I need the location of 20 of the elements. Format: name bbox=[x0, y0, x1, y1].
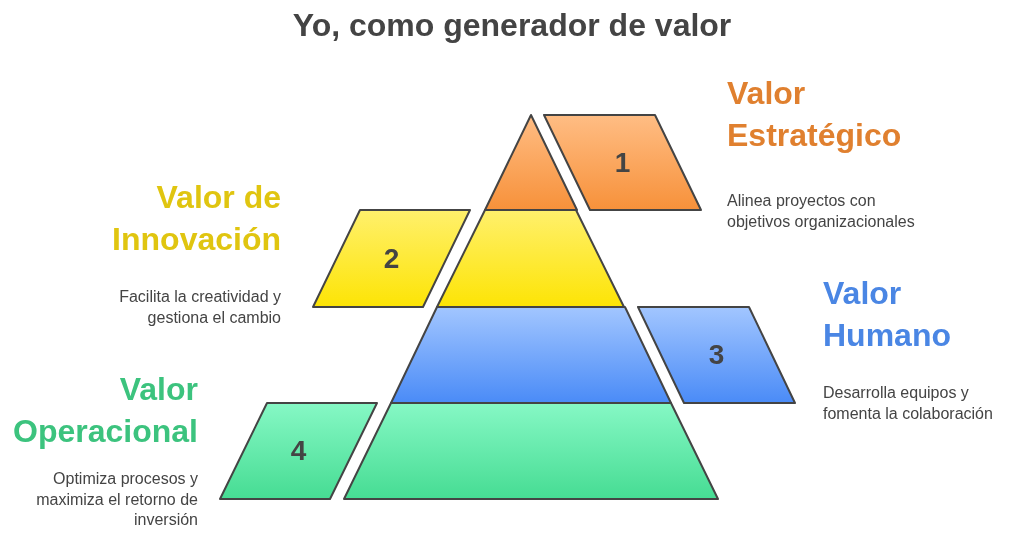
pyramid-tier bbox=[437, 210, 624, 307]
step-number: 4 bbox=[290, 436, 307, 466]
step-number: 2 bbox=[383, 243, 400, 274]
value-description: Optimiza procesos y maximiza el retorno de inversión bbox=[35, 469, 198, 530]
value-heading: Valor de Innovación bbox=[111, 178, 281, 259]
value-heading: Valor Estratégico bbox=[727, 74, 903, 155]
value-description: Desarrolla equipos y fomenta la colaboración bbox=[823, 383, 994, 424]
step-number: 3 bbox=[708, 340, 725, 370]
value-heading: Valor Operacional bbox=[12, 370, 198, 451]
step-number: 1 bbox=[614, 147, 631, 178]
value-description: Alinea proyectos con objetivos organizacionales bbox=[727, 191, 916, 232]
parallelogram-tile bbox=[313, 210, 470, 307]
diagram-title: Yo, como generador de valor bbox=[291, 6, 733, 45]
pyramid-tier bbox=[485, 115, 577, 210]
parallelogram-tile bbox=[544, 115, 701, 210]
parallelogram-tile bbox=[220, 403, 377, 499]
pyramid-tier bbox=[391, 307, 671, 403]
value-description: Facilita la creatividad y gestiona el cambio bbox=[118, 287, 281, 328]
parallelogram-tile bbox=[638, 307, 795, 403]
value-heading: Valor Humano bbox=[823, 274, 952, 355]
